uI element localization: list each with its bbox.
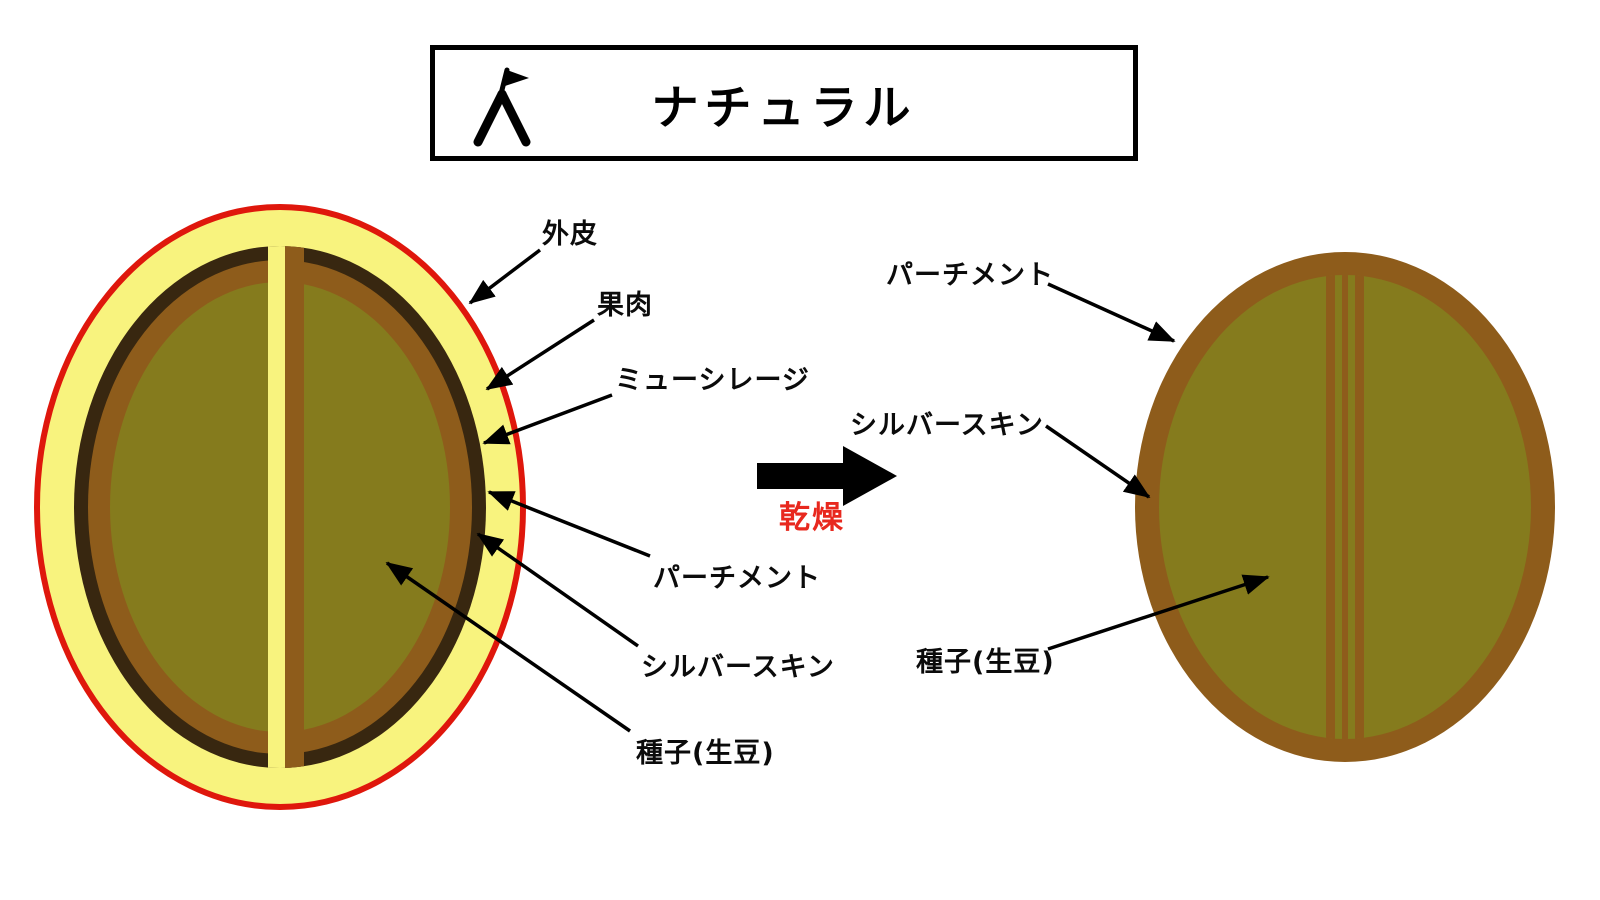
arrow-pulp <box>485 318 595 391</box>
diagram-title: ナチュラル <box>651 80 917 136</box>
arrow-dried-seed <box>1047 574 1270 651</box>
arrow-mucilage <box>482 393 613 445</box>
dried-center-crease <box>1326 275 1364 739</box>
dried-crease-line-2 <box>1348 275 1355 739</box>
annotation-arrows <box>385 248 1270 733</box>
label-pulp: 果肉 <box>597 290 653 321</box>
title-box: ナチュラル <box>430 45 1138 161</box>
label-mucilage: ミューシレージ <box>615 365 810 396</box>
process-label: 乾燥 <box>779 500 845 536</box>
label-seed: 種子(生豆) <box>636 738 775 769</box>
arrow-dried-parchment <box>1047 282 1176 343</box>
arrow-silverskin <box>476 532 640 648</box>
label-dried-silverskin: シルバースキン <box>850 410 1044 441</box>
label-dried-seed: 種子(生豆) <box>916 647 1055 678</box>
arrow-seed <box>385 561 631 733</box>
label-silverskin: シルバースキン <box>641 652 835 683</box>
arrow-outer-skin <box>468 248 542 305</box>
label-outer-skin: 外皮 <box>542 219 598 250</box>
center-crease <box>268 246 285 768</box>
arrow-dried-silverskin <box>1045 424 1151 499</box>
center-crease-parchment <box>285 246 304 768</box>
arrow-parchment <box>487 490 651 558</box>
dried-crease-line-1 <box>1335 275 1342 739</box>
summit-flag-icon <box>473 67 531 147</box>
label-dried-parchment: パーチメント <box>886 260 1054 291</box>
process-arrow <box>757 446 897 506</box>
label-parchment: パーチメント <box>653 563 821 594</box>
cherry-cross-section <box>34 204 526 810</box>
dried-bean <box>1135 252 1555 762</box>
